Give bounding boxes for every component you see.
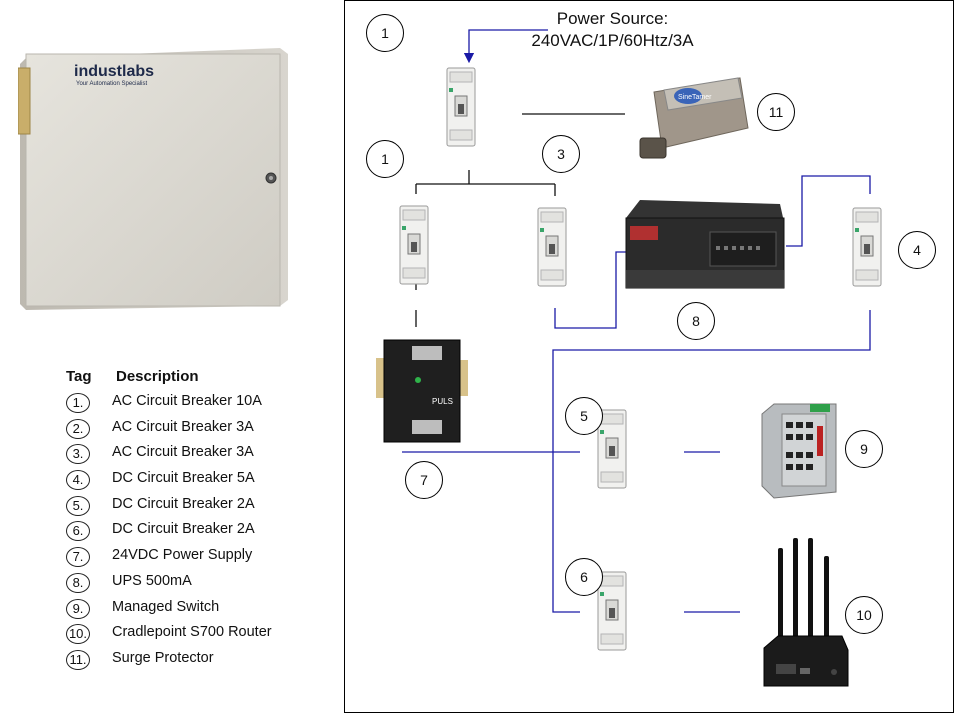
legend-tag: 7. [66,547,90,568]
tag-6: 6 [565,558,603,596]
legend-desc-header: Description [116,368,199,385]
power-supply-image: PULS [376,339,468,443]
legend-row: 7. 24VDC Power Supply [64,544,334,570]
legend-description: Cradlepoint S700 Router [112,624,272,641]
legend-row: 9. Managed Switch [64,596,334,622]
legend-tag: 8. [66,572,90,593]
psu-brand-label: PULS [432,397,453,406]
legend-tag: 1. [66,393,90,413]
legend-description: UPS 500mA [112,572,192,589]
tag-10: 10 [845,596,883,634]
tag-5: 5 [565,397,603,435]
surge-brand-label: SineTamer [678,94,712,101]
legend-tag: 5. [66,495,90,516]
legend-description: Surge Protector [112,649,214,666]
legend-description: AC Circuit Breaker 3A [112,444,254,461]
legend-tag: 3. [66,444,90,465]
legend-description: Managed Switch [112,598,220,615]
legend-description: DC Circuit Breaker 2A [112,521,255,538]
legend-row: 11. Surge Protector [64,647,334,673]
legend-row: 5. DC Circuit Breaker 2A [64,493,334,519]
power-source-line1: Power Source: [556,9,669,28]
breaker-ac-3a-right [537,207,567,287]
router-image [763,538,849,687]
legend-row: 3. AC Circuit Breaker 3A [64,441,334,467]
legend-header: Tag Description [64,366,334,390]
tag-1-second: 1 [366,140,404,178]
brand-tagline: Your Automation Specialist [76,81,147,87]
tag-7: 7 [405,461,443,499]
legend-description: AC Circuit Breaker 10A [112,393,262,409]
ups-image [625,200,785,289]
blue-wires [402,29,871,613]
breaker-ac-3a-left [399,205,429,285]
breaker-dc-5a [852,207,882,287]
breaker-main-ac-10a [446,67,476,147]
tag-4: 4 [898,231,936,269]
tag-9: 9 [845,430,883,468]
legend-tag: 2. [66,418,90,439]
legend-tag: 9. [66,598,90,619]
managed-switch-image [761,403,837,499]
surge-protector-image: SineTamer [639,77,749,159]
brand-logo-text: industlabs [74,63,154,80]
legend-row: 8. UPS 500mA [64,570,334,596]
legend-tag: 4. [66,470,90,491]
legend-row: 1. AC Circuit Breaker 10A [64,390,334,416]
tag-11: 11 [757,93,795,131]
legend: Tag Description 1. AC Circuit Breaker 10A… [64,366,334,673]
legend-row: 2. AC Circuit Breaker 3A [64,416,334,442]
legend-tag: 6. [66,521,90,542]
tag-1-top: 1 [366,14,404,52]
legend-row: 6. DC Circuit Breaker 2A [64,518,334,544]
breaker-dc-2a-router [597,571,627,651]
enclosure-image: industlabs Your Automation Specialist [17,48,288,310]
legend-description: AC Circuit Breaker 3A [112,418,254,435]
legend-description: DC Circuit Breaker 2A [112,495,255,512]
legend-tag: 10. [66,624,90,645]
legend-description: 24VDC Power Supply [112,547,253,564]
tag-3: 3 [542,135,580,173]
power-source-label: Power Source: 240VAC/1P/60Htz/3A [500,8,725,52]
legend-tag: 11. [66,649,90,670]
power-source-line2: 240VAC/1P/60Htz/3A [531,31,694,50]
legend-description: DC Circuit Breaker 5A [112,470,255,487]
legend-row: 10. Cradlepoint S700 Router [64,621,334,647]
breaker-dc-2a-switch [597,409,627,489]
legend-row: 4. DC Circuit Breaker 5A [64,467,334,493]
diagram-frame [344,0,954,713]
legend-tag-header: Tag [66,368,92,385]
tag-8: 8 [677,302,715,340]
